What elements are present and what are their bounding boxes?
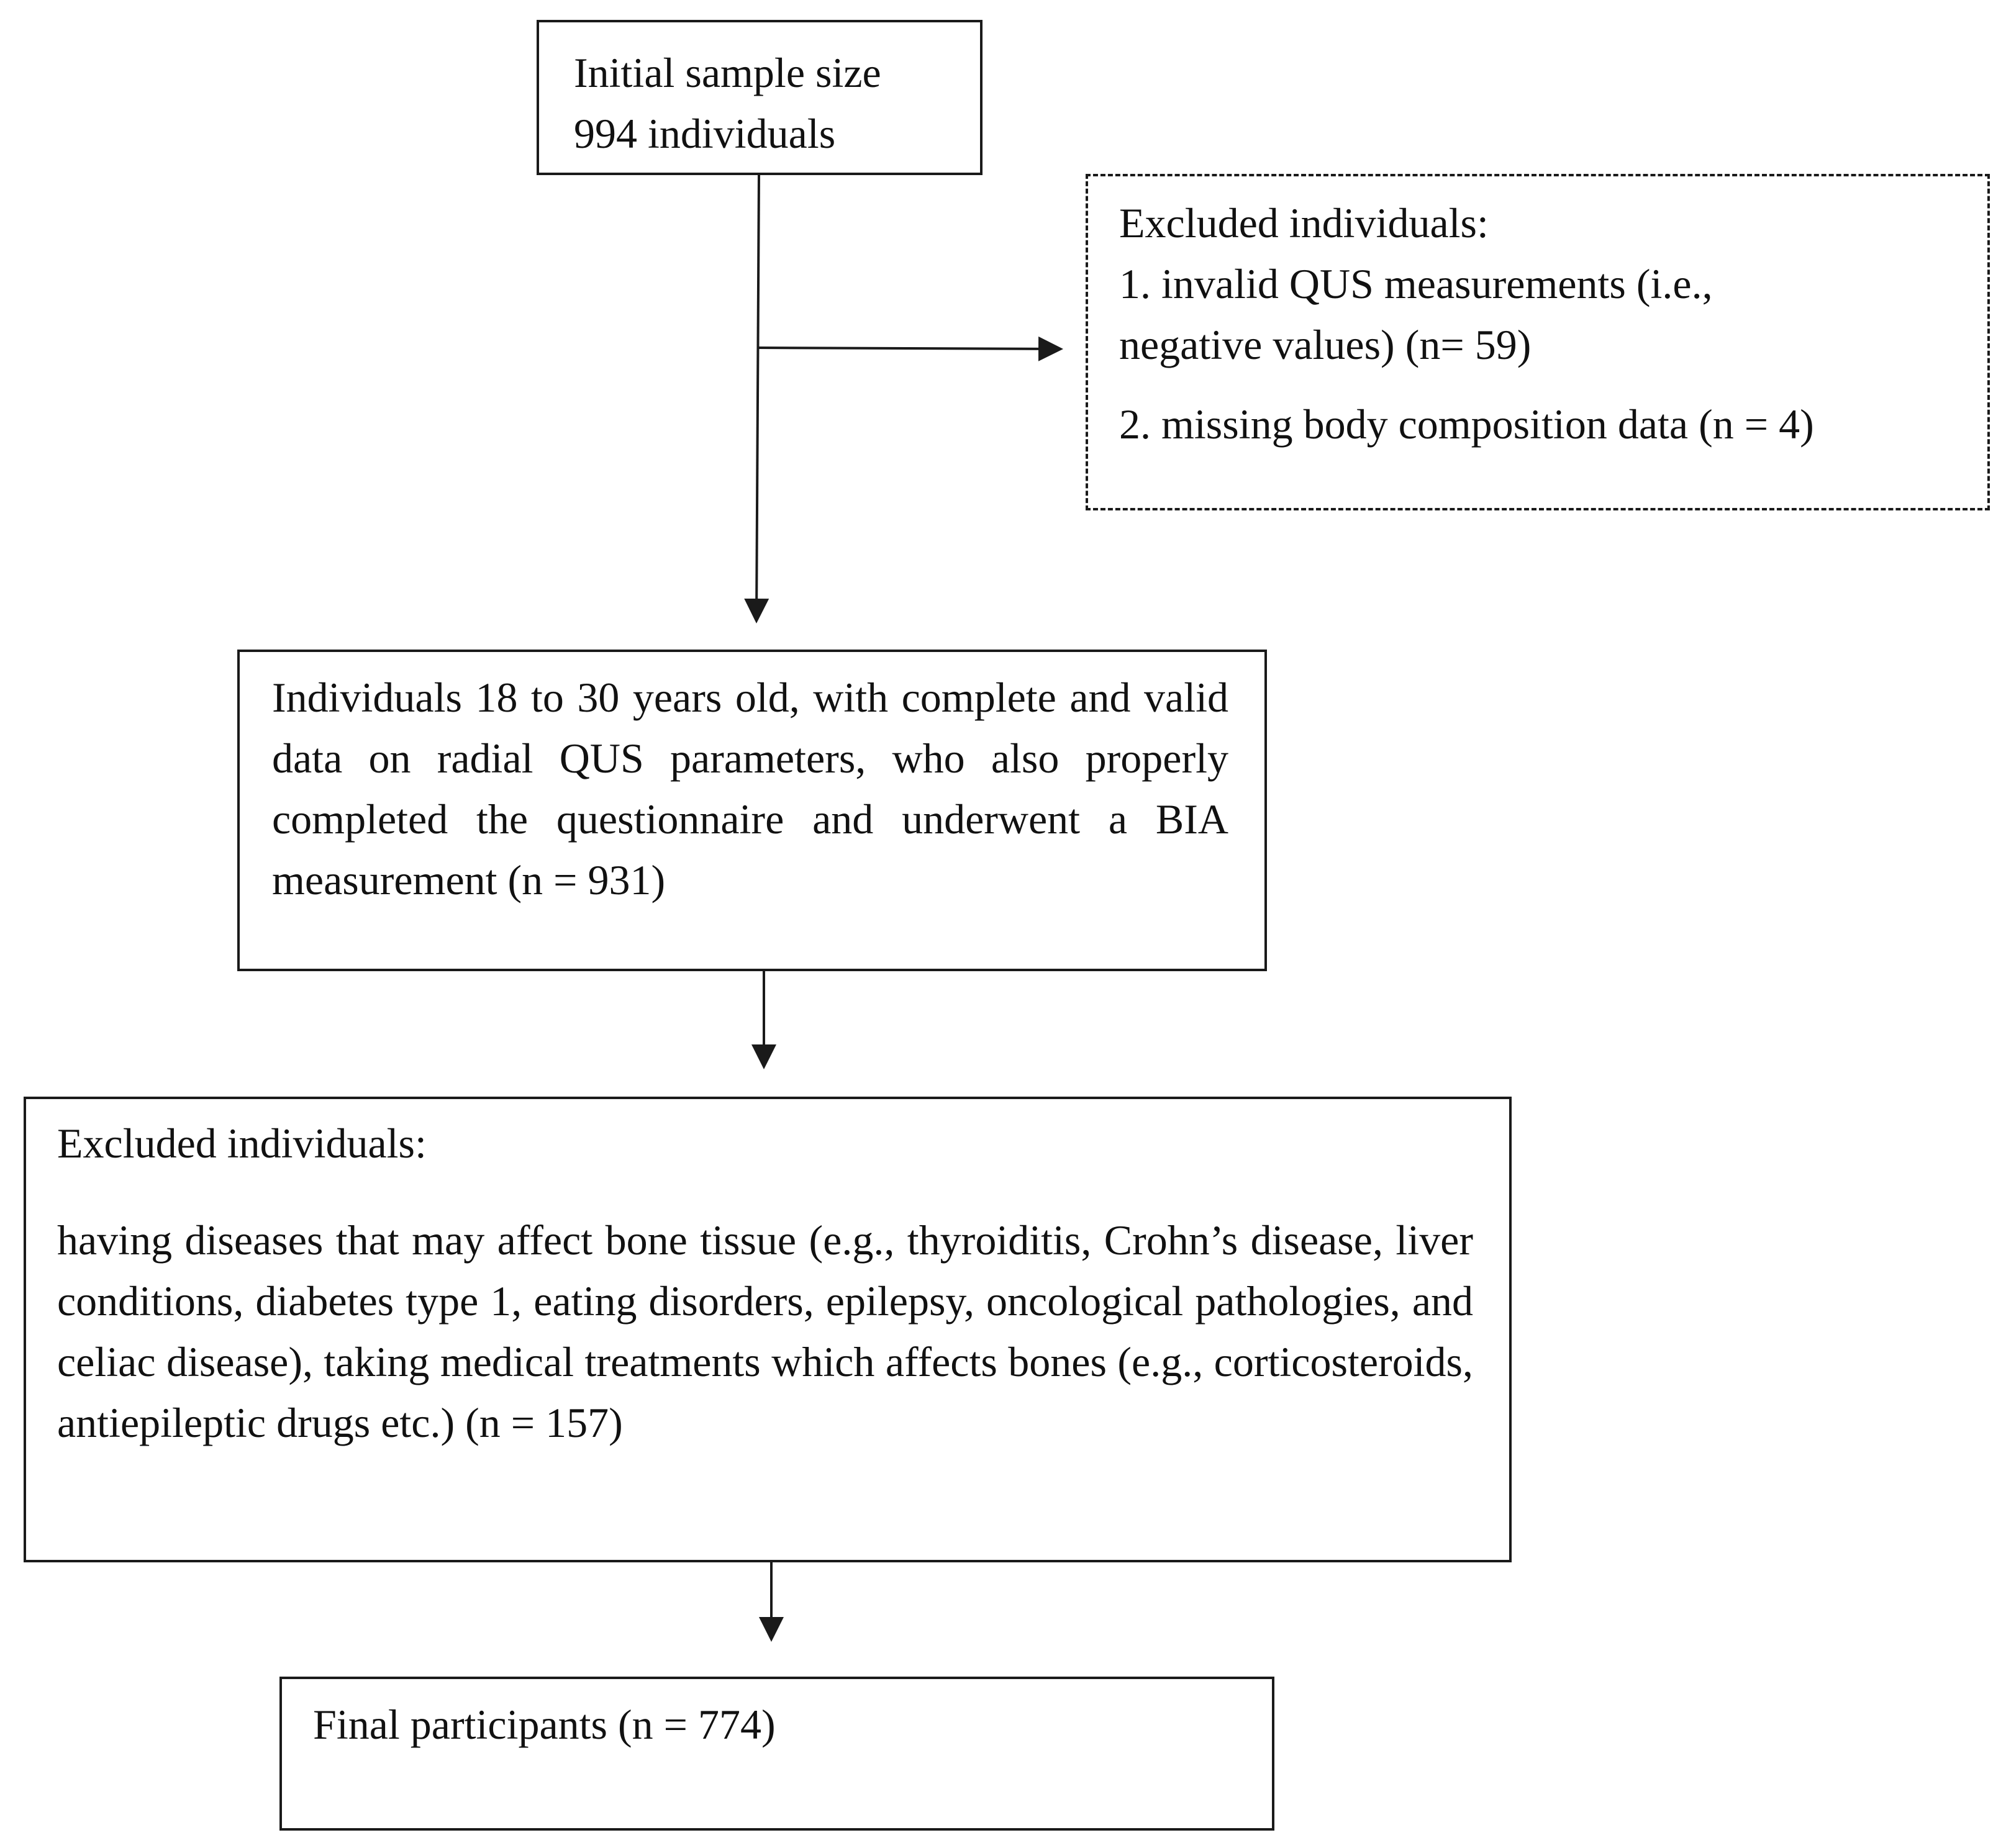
arrow-initial-to-eligible [744, 174, 769, 623]
initial-sample-box: Initial sample size 994 individuals [537, 20, 983, 175]
excluded-second-text: having diseases that may affect bone tis… [57, 1216, 1473, 1446]
excluded-first-box: Excluded individuals: 1. invalid QUS mea… [1086, 174, 1990, 510]
excluded-first-item-1: 1. invalid QUS measurements (i.e., negat… [1119, 260, 1713, 368]
initial-sample-label: Initial sample size [574, 49, 881, 96]
excluded-second-heading: Excluded individuals: [57, 1120, 427, 1167]
excluded-first-heading: Excluded individuals: [1119, 199, 1489, 247]
final-participants-box: Final participants (n = 774) [279, 1677, 1274, 1831]
final-participants-text: Final participants (n = 774) [313, 1701, 776, 1748]
excluded-second-box: Excluded individuals: having diseases th… [24, 1097, 1512, 1562]
excluded-first-item-2: 2. missing body composition data (n = 4) [1119, 401, 1814, 448]
eligible-individuals-box: Individuals 18 to 30 years old, with com… [237, 650, 1267, 971]
initial-sample-count: 994 individuals [574, 110, 836, 157]
arrow-to-excluded-first [758, 336, 1063, 361]
eligible-individuals-text: Individuals 18 to 30 years old, with com… [272, 674, 1228, 904]
